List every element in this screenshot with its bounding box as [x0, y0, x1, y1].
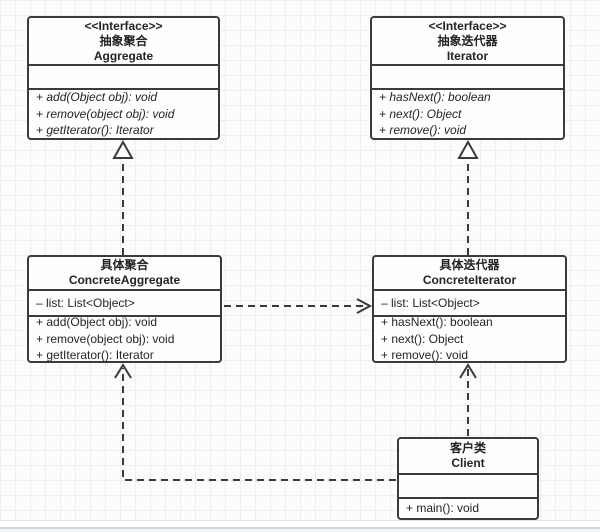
attributes-compartment: – list: List<Object> — [29, 289, 220, 315]
method-label: + hasNext(): boolean — [381, 315, 493, 330]
class-box-client[interactable]: 客户类 Client + main(): void — [397, 437, 539, 520]
methods-compartment: + main(): void — [399, 497, 537, 518]
class-title: <<Interface>> 抽象聚合 Aggregate — [29, 18, 218, 64]
method-label: + remove(object obj): void — [36, 331, 175, 346]
window-bottom-strip — [0, 521, 600, 532]
class-title: 具体迭代器 ConcreteIterator — [374, 257, 565, 289]
method-label: + hasNext(): boolean — [379, 90, 491, 105]
attributes-compartment — [372, 64, 563, 88]
methods-compartment: + hasNext(): boolean + next(): Object + … — [374, 315, 565, 361]
method-label: + getIterator(): Iterator — [36, 123, 154, 138]
class-name-cn: 具体聚合 — [100, 258, 149, 272]
class-name-cn: 抽象迭代器 — [437, 33, 498, 48]
methods-compartment: + add(Object obj): void + remove(object … — [29, 315, 220, 361]
class-title: 客户类 Client — [399, 439, 537, 473]
class-box-concrete-aggregate[interactable]: 具体聚合 ConcreteAggregate – list: List<Obje… — [27, 255, 222, 363]
stereotype-label: <<Interface>> — [84, 18, 163, 33]
window-bottom-fill — [0, 529, 600, 532]
class-box-iterator[interactable]: <<Interface>> 抽象迭代器 Iterator + hasNext()… — [370, 16, 565, 140]
class-name-en: Client — [451, 456, 485, 470]
method-label: + main(): void — [406, 501, 480, 516]
dependency-client-to-concrete-aggregate[interactable] — [114, 363, 396, 481]
window-bottom-edge — [0, 527, 600, 529]
realization-concrete-aggregate-to-aggregate[interactable] — [112, 139, 134, 255]
attribute-label: – list: List<Object> — [381, 295, 480, 310]
attributes-compartment — [399, 473, 537, 497]
attributes-compartment: – list: List<Object> — [374, 289, 565, 315]
method-label: + add(Object obj): void — [36, 315, 158, 330]
method-label: + next(): Object — [379, 106, 462, 121]
attributes-compartment — [29, 64, 218, 88]
methods-compartment: + add(Object obj): void + remove(object … — [29, 88, 218, 138]
class-box-concrete-iterator[interactable]: 具体迭代器 ConcreteIterator – list: List<Obje… — [372, 255, 567, 363]
method-label: + next(): Object — [381, 331, 464, 346]
method-label: + remove(): void — [379, 123, 467, 138]
method-label: + remove(): void — [381, 348, 469, 361]
class-name-en: ConcreteIterator — [422, 273, 517, 287]
class-name-cn: 抽象聚合 — [99, 33, 148, 48]
stereotype-label: <<Interface>> — [428, 18, 507, 33]
method-label: + getIterator(): Iterator — [36, 348, 154, 361]
class-name-en: Iterator — [446, 48, 489, 63]
class-name-cn: 具体迭代器 — [439, 258, 500, 272]
realization-concrete-iterator-to-iterator[interactable] — [457, 139, 479, 255]
method-label: + remove(object obj): void — [36, 106, 175, 121]
class-title: <<Interface>> 抽象迭代器 Iterator — [372, 18, 563, 64]
class-title: 具体聚合 ConcreteAggregate — [29, 257, 220, 289]
methods-compartment: + hasNext(): boolean + next(): Object + … — [372, 88, 563, 138]
dependency-concrete-aggregate-to-concrete-iterator[interactable] — [224, 298, 373, 314]
dependency-client-to-concrete-iterator[interactable] — [459, 363, 477, 436]
class-name-en: Aggregate — [93, 48, 154, 63]
attribute-label: – list: List<Object> — [36, 295, 135, 310]
class-name-cn: 客户类 — [449, 441, 486, 455]
class-name-en: ConcreteAggregate — [68, 273, 181, 287]
method-label: + add(Object obj): void — [36, 90, 158, 105]
class-box-aggregate[interactable]: <<Interface>> 抽象聚合 Aggregate + add(Objec… — [27, 16, 220, 140]
